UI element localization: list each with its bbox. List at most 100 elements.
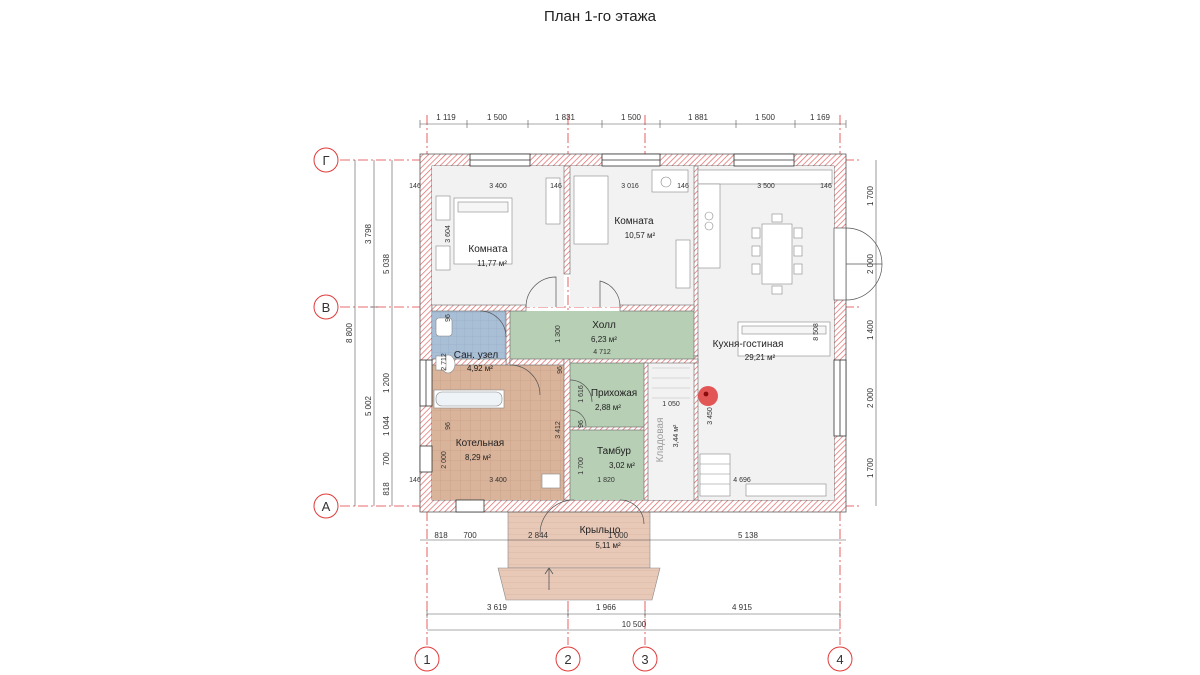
right-dimensions: 1 700 2 000 1 400 2 000 1 700 [866, 160, 877, 506]
axis-marker-col-2: 2 [555, 646, 581, 672]
room-labels: Комната 11,77 м² Комната 10,57 м² Кухня-… [454, 216, 784, 550]
plan-title: План 1-го этажа [543, 8, 657, 25]
room-bathroom: Сан. узел 4,92 м² [454, 350, 499, 373]
svg-text:1 820: 1 820 [597, 477, 615, 484]
svg-text:6,23 м²: 6,23 м² [591, 335, 617, 344]
svg-text:3,02 м²: 3,02 м² [609, 461, 635, 470]
svg-text:3 412: 3 412 [555, 421, 562, 439]
wardrobe-2 [675, 239, 691, 289]
svg-text:Котельная: Котельная [456, 438, 504, 449]
svg-text:146: 146 [409, 183, 421, 190]
room-storage: Кладовая 3,44 м² [655, 418, 680, 463]
svg-text:96: 96 [557, 366, 564, 374]
svg-text:1 700: 1 700 [866, 185, 875, 206]
axis-marker-row-a: А [313, 493, 339, 519]
svg-text:700: 700 [382, 452, 391, 466]
porch [497, 507, 661, 601]
wardrobe-1 [545, 177, 561, 225]
svg-text:1 700: 1 700 [866, 457, 875, 478]
axis-marker-col-3: 3 [632, 646, 658, 672]
svg-text:Комната: Комната [614, 216, 654, 227]
svg-text:96: 96 [578, 420, 585, 428]
svg-text:818: 818 [434, 531, 448, 540]
svg-text:4: 4 [836, 652, 843, 667]
svg-text:Холл: Холл [592, 320, 616, 331]
svg-text:1 044: 1 044 [382, 415, 391, 436]
svg-text:Прихожая: Прихожая [591, 388, 637, 399]
svg-text:2 000: 2 000 [866, 387, 875, 408]
svg-text:10 500: 10 500 [622, 620, 647, 629]
svg-text:1 500: 1 500 [621, 113, 642, 122]
svg-text:3 400: 3 400 [489, 183, 507, 190]
svg-text:1 500: 1 500 [487, 113, 508, 122]
svg-text:1 169: 1 169 [810, 113, 831, 122]
svg-text:Кладовая: Кладовая [655, 418, 666, 463]
svg-text:3 500: 3 500 [757, 183, 775, 190]
svg-text:1 400: 1 400 [866, 319, 875, 340]
svg-text:1 700: 1 700 [578, 457, 585, 475]
svg-text:1 966: 1 966 [596, 603, 617, 612]
svg-text:1: 1 [423, 652, 430, 667]
room-entry: Прихожая 2,88 м² [591, 388, 637, 412]
sink [435, 317, 453, 337]
room-fill-hall [510, 311, 694, 359]
svg-text:В: В [322, 300, 331, 315]
svg-text:1 119: 1 119 [436, 113, 456, 122]
svg-text:146: 146 [409, 477, 421, 484]
furniture [433, 169, 833, 497]
overall-bottom-dimensions: 3 619 1 966 4 915 10 500 [426, 603, 841, 631]
svg-text:8 800: 8 800 [345, 322, 354, 343]
svg-text:8 508: 8 508 [813, 323, 820, 341]
svg-text:Кухня-гостиная: Кухня-гостиная [713, 339, 784, 350]
room-bedroom-1: Комната 11,77 м² [468, 244, 508, 268]
svg-text:3 400: 3 400 [489, 477, 507, 484]
svg-text:2 844: 2 844 [528, 531, 549, 540]
left-dimensions: 8 800 3 798 5 002 5 038 1 200 1 044 700 … [345, 160, 393, 506]
stair [699, 453, 731, 497]
svg-text:5 002: 5 002 [364, 395, 373, 416]
svg-text:Комната: Комната [468, 244, 508, 255]
svg-text:1 050: 1 050 [662, 401, 680, 408]
svg-text:Тамбур: Тамбур [597, 445, 631, 457]
svg-text:1 500: 1 500 [755, 113, 776, 122]
svg-text:1 831: 1 831 [555, 113, 576, 122]
bed-2 [573, 175, 609, 245]
interior-dimensions: 3 400 3 016 3 500 146 146 146 146 146 3 … [409, 183, 832, 484]
marker-point [698, 386, 718, 406]
svg-text:2 000: 2 000 [441, 451, 448, 469]
interior-walls [431, 165, 699, 501]
room-porch: Крыльцо 5,11 м² [580, 525, 621, 550]
svg-text:146: 146 [550, 183, 562, 190]
svg-text:1 300: 1 300 [555, 325, 562, 343]
kitchen-counter [697, 169, 833, 185]
svg-text:3 016: 3 016 [621, 183, 639, 190]
svg-text:Крыльцо: Крыльцо [580, 525, 621, 536]
dining-table [761, 223, 793, 285]
svg-text:5 038: 5 038 [382, 253, 391, 274]
svg-text:3 619: 3 619 [487, 603, 508, 612]
room-hall: Холл 6,23 м² [591, 320, 617, 344]
doors [479, 227, 883, 535]
tv-unit [745, 483, 827, 497]
room-boiler: Котельная 8,29 м² [456, 438, 504, 462]
svg-text:1 881: 1 881 [688, 113, 709, 122]
svg-text:2: 2 [564, 652, 571, 667]
svg-text:4 712: 4 712 [593, 349, 611, 356]
bottom-dimensions: 818 700 2 844 1 000 5 138 [420, 531, 846, 541]
svg-text:5,11 м²: 5,11 м² [595, 541, 621, 550]
svg-text:96: 96 [445, 314, 452, 322]
axis-marker-row-g: Г [313, 147, 339, 173]
svg-text:146: 146 [820, 183, 832, 190]
svg-text:2,88 м²: 2,88 м² [595, 403, 621, 412]
axis-marker-col-4: 4 [827, 646, 853, 672]
axis-marker-row-v: В [313, 294, 339, 320]
svg-text:1 000: 1 000 [608, 531, 629, 540]
svg-text:4 915: 4 915 [732, 603, 753, 612]
top-dimensions: 1 119 1 500 1 831 1 500 1 881 1 500 1 16… [419, 113, 847, 128]
svg-text:2 712: 2 712 [441, 353, 448, 371]
svg-text:5 138: 5 138 [738, 531, 759, 540]
svg-text:146: 146 [677, 183, 689, 190]
svg-text:2 000: 2 000 [866, 253, 875, 274]
svg-text:3: 3 [641, 652, 648, 667]
